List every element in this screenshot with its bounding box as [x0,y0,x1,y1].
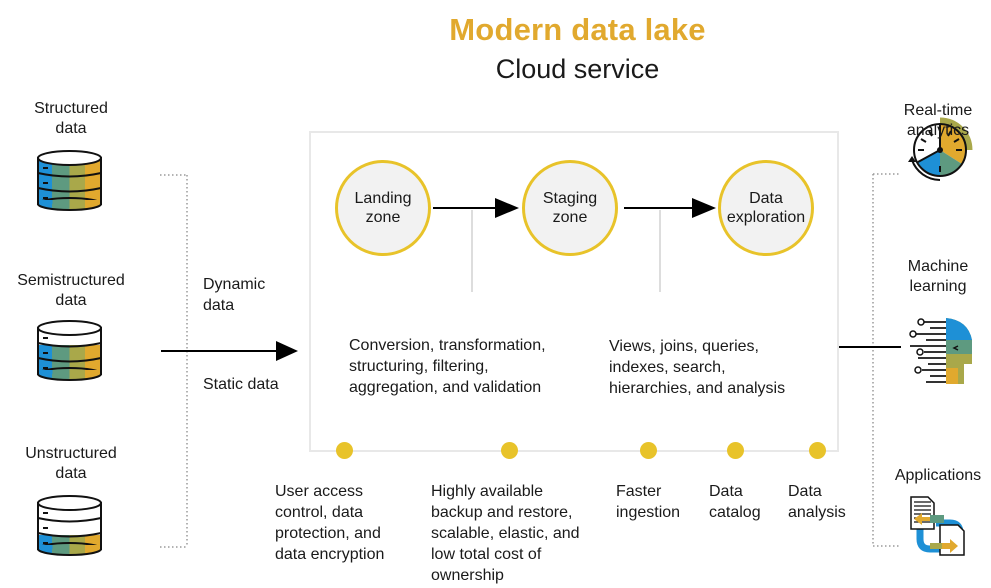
right-bracket [872,173,900,547]
diagram-subtitle: Cloud service [495,54,660,84]
feature-dot-analysis [809,442,826,459]
label-line: zone [365,209,401,226]
feature-security: User access control, data protection, an… [275,481,384,565]
zone-arrow-1 [433,198,519,218]
static-data-label: Static data [203,376,279,393]
output-label-realtime: Real-time analytics [885,101,991,141]
cloud-service-frame [309,131,839,452]
text-line: Highly available [431,483,544,500]
feature-dot-ingestion [640,442,657,459]
label-line: data [55,120,87,137]
source-label-structured: Structured data [0,99,142,139]
label-line: exploration [726,209,806,226]
output-label-ml: Machine learning [885,257,991,297]
text-line: protection, and [275,525,381,542]
text-line: Data [788,483,822,500]
processing-landing-description: Conversion, transformation, structuring,… [349,335,546,398]
label-line: Semistructured [17,272,125,289]
feature-dot-catalog [727,442,744,459]
zone-arrow-2 [624,198,716,218]
text-line: Data [709,483,743,500]
label-line: Landing [354,190,412,207]
text-line: aggregation, and validation [349,379,542,396]
text-line: indexes, search, [609,359,726,376]
data-exploration-node: Data exploration [718,160,814,256]
landing-zone-node: Landing zone [335,160,431,256]
feature-ingestion: Faster ingestion [616,481,680,523]
output-label-applications: Applications [885,466,991,486]
feature-catalog: Data catalog [709,481,761,523]
label-line: Machine [907,258,969,275]
label-line: data [55,292,87,309]
dynamic-data-label: Dynamic data [203,274,265,316]
text-line: backup and restore, [431,504,573,521]
text-line: ownership [431,567,504,584]
label-line: learning [909,278,967,295]
text-line: catalog [709,504,761,521]
text-line: Views, joins, queries, [609,338,759,355]
label-line: analytics [906,122,970,139]
feature-dot-security [336,442,353,459]
text-line: User access [275,483,364,500]
staging-zone-node: Staging zone [522,160,618,256]
text-line: low total cost of [431,546,542,563]
label-line: Staging [542,190,598,207]
text-line: control, data [275,504,364,521]
text-line: Conversion, transformation, [349,337,546,354]
ingest-arrow [161,341,298,361]
diagram-title: Modern data lake [449,12,706,47]
text-line: structuring, filtering, [349,358,489,375]
label-line: Applications [894,467,982,484]
text-line: analysis [788,504,846,521]
label-line: Real-time [903,102,973,119]
feature-availability: Highly available backup and restore, sca… [431,481,580,586]
source-label-unstructured: Unstructured data [0,444,142,484]
processing-exploration-description: Views, joins, queries, indexes, search, … [609,336,785,399]
text-line: ingestion [616,504,681,521]
source-label-semistructured: Semistructured data [0,271,142,311]
label-line: data [55,465,87,482]
text-line: data encryption [275,546,385,563]
text-line: scalable, elastic, and [431,525,580,542]
label-line: Dynamic [203,276,266,293]
text-line: hierarchies, and analysis [609,380,786,397]
feature-analysis: Data analysis [788,481,846,523]
feature-dot-availability [501,442,518,459]
label-line: Data [749,190,783,207]
label-line: data [203,297,235,314]
label-line: zone [552,209,588,226]
label-line: Unstructured [25,445,117,462]
left-bracket [160,174,188,548]
label-line: Structured [34,100,108,117]
text-line: Faster [616,483,662,500]
